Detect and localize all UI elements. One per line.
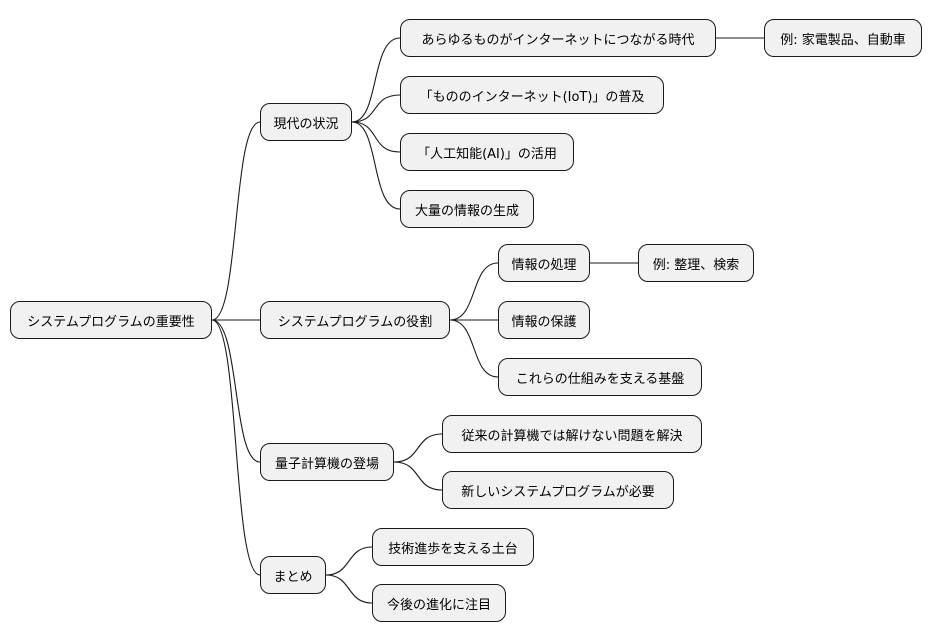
- leaf-node: あらゆるものがインターネットにつながる時代: [400, 19, 716, 57]
- leaf-node: 従来の計算機では解けない問題を解決: [442, 415, 702, 453]
- leaf-node: 技術進歩を支える土台: [372, 528, 534, 566]
- edge-b1-c4: [351, 121, 401, 210]
- edge-b2-c3: [449, 319, 499, 378]
- leaf-node: 情報の処理: [498, 244, 590, 282]
- leaf-node: 大量の情報の生成: [400, 190, 534, 228]
- edge-root-branch-4: [211, 319, 261, 576]
- edge-b4-c1: [325, 546, 373, 576]
- edge-b1-c1: [351, 37, 401, 123]
- leaf-node: これらの仕組みを支える基盤: [498, 358, 702, 396]
- edge-b3-c2: [393, 461, 443, 491]
- leaf-node: 「人工知能(AI)」の活用: [400, 133, 574, 171]
- edge-b1-c3: [351, 121, 401, 153]
- example-node: 例: 家電製品、自動車: [764, 19, 922, 57]
- branch-node-system-program-role: システムプログラムの役割: [260, 301, 450, 339]
- leaf-node: 情報の保護: [498, 301, 590, 339]
- edge-b1-c2: [351, 94, 401, 123]
- branch-node-quantum-computer: 量子計算機の登場: [260, 443, 394, 481]
- edge-root-branch-1: [211, 121, 261, 321]
- edge-b4-c2: [325, 574, 373, 604]
- root-node: システムプログラムの重要性: [10, 301, 212, 339]
- branch-node-summary: まとめ: [260, 556, 326, 594]
- edge-b3-c1: [393, 433, 443, 463]
- leaf-node: 今後の進化に注目: [372, 584, 506, 622]
- leaf-node: 「もののインターネット(IoT)」の普及: [400, 76, 664, 114]
- edge-b2-c1: [449, 262, 499, 321]
- branch-node-modern-situation: 現代の状況: [260, 103, 352, 141]
- example-node: 例: 整理、検索: [638, 244, 754, 282]
- leaf-node: 新しいシステムプログラムが必要: [442, 471, 674, 509]
- edge-root-branch-3: [211, 319, 261, 463]
